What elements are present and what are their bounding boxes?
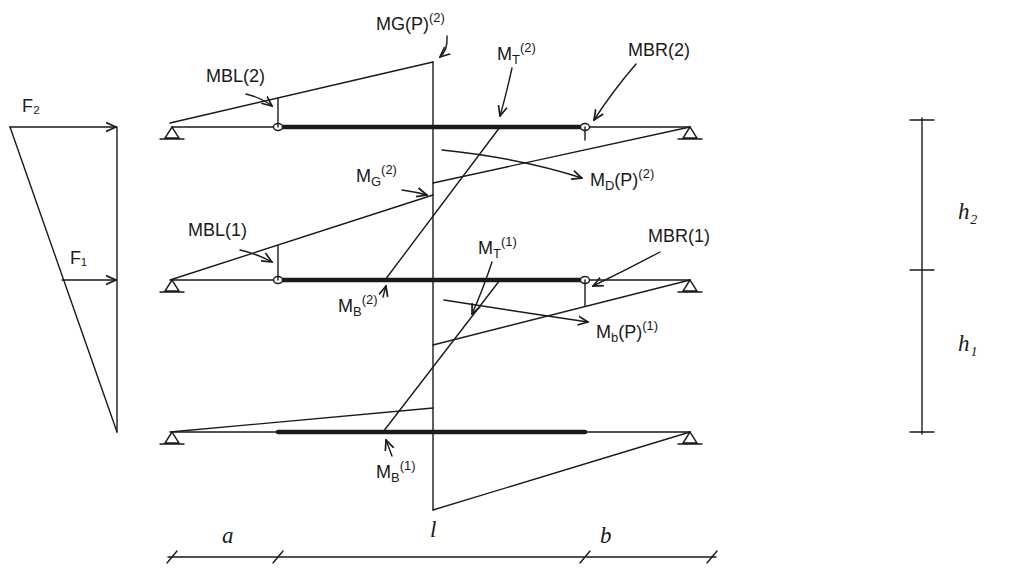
moment-label: F₁ (70, 248, 87, 270)
subscript: T (493, 246, 501, 261)
moment-label: MBR(1) (648, 226, 710, 248)
label-text: M (497, 44, 512, 64)
label-text: F₂ (22, 96, 40, 116)
subscript: T (512, 52, 520, 67)
moment-label: MT(1) (478, 234, 517, 262)
subscript: B (391, 470, 400, 485)
moment-label: h₂ (958, 198, 978, 226)
beams (172, 127, 690, 432)
label-text: MG(P) (376, 14, 429, 34)
moment-label: MG(2) (356, 162, 397, 190)
hinges (274, 124, 590, 284)
superscript: (2) (429, 10, 445, 25)
label-text: M (338, 296, 353, 316)
label-text: M (590, 170, 605, 190)
label-text: a (222, 523, 234, 548)
moment-label: Mb(P)(1) (596, 318, 658, 346)
label-text: MBR(1) (648, 226, 710, 246)
subscript: G (371, 174, 381, 189)
moment-label: b (600, 522, 612, 550)
label-text: MBR(2) (628, 40, 690, 60)
label-text: MBL(1) (188, 220, 247, 240)
superscript: (2) (638, 166, 654, 181)
load-diagram (10, 127, 117, 432)
moment-diagram (170, 62, 690, 510)
moment-label: h₁ (958, 330, 978, 358)
label-text: M (356, 166, 371, 186)
label-text: MBL(2) (206, 66, 265, 86)
superscript: (2) (520, 40, 536, 55)
superscript: (1) (400, 458, 416, 473)
moment-label: MG(P)(2) (376, 10, 445, 35)
label-text: F₁ (70, 248, 87, 268)
moment-label: MBL(2) (206, 66, 265, 88)
moment-label: MBR(2) (628, 40, 690, 62)
subscript: D (605, 178, 614, 193)
superscript: (1) (642, 318, 658, 333)
subscript: B (353, 304, 362, 319)
moment-label: MB(1) (376, 458, 415, 486)
leader-arrows (240, 36, 660, 456)
supports (160, 127, 702, 444)
label-text: h₂ (958, 199, 978, 224)
moment-label: MB(2) (338, 292, 377, 320)
moment-label: F₂ (22, 96, 40, 118)
dimension-lines (167, 118, 934, 563)
moment-label: l (430, 516, 436, 544)
moment-label: MBL(1) (188, 220, 247, 242)
moment-label: MD(P)(2) (590, 166, 654, 194)
label-text: (P) (618, 322, 642, 342)
superscript: (2) (362, 292, 378, 307)
label-text: (P) (614, 170, 638, 190)
label-text: M (478, 238, 493, 258)
subscript: b (611, 330, 618, 345)
label-text: b (600, 523, 612, 548)
superscript: (2) (381, 162, 397, 177)
label-text: M (596, 322, 611, 342)
moment-label: MT(2) (497, 40, 536, 68)
label-text: M (376, 462, 391, 482)
superscript: (1) (501, 234, 517, 249)
moment-label: a (222, 522, 234, 550)
label-text: h₁ (958, 331, 978, 356)
label-text: l (430, 517, 436, 542)
